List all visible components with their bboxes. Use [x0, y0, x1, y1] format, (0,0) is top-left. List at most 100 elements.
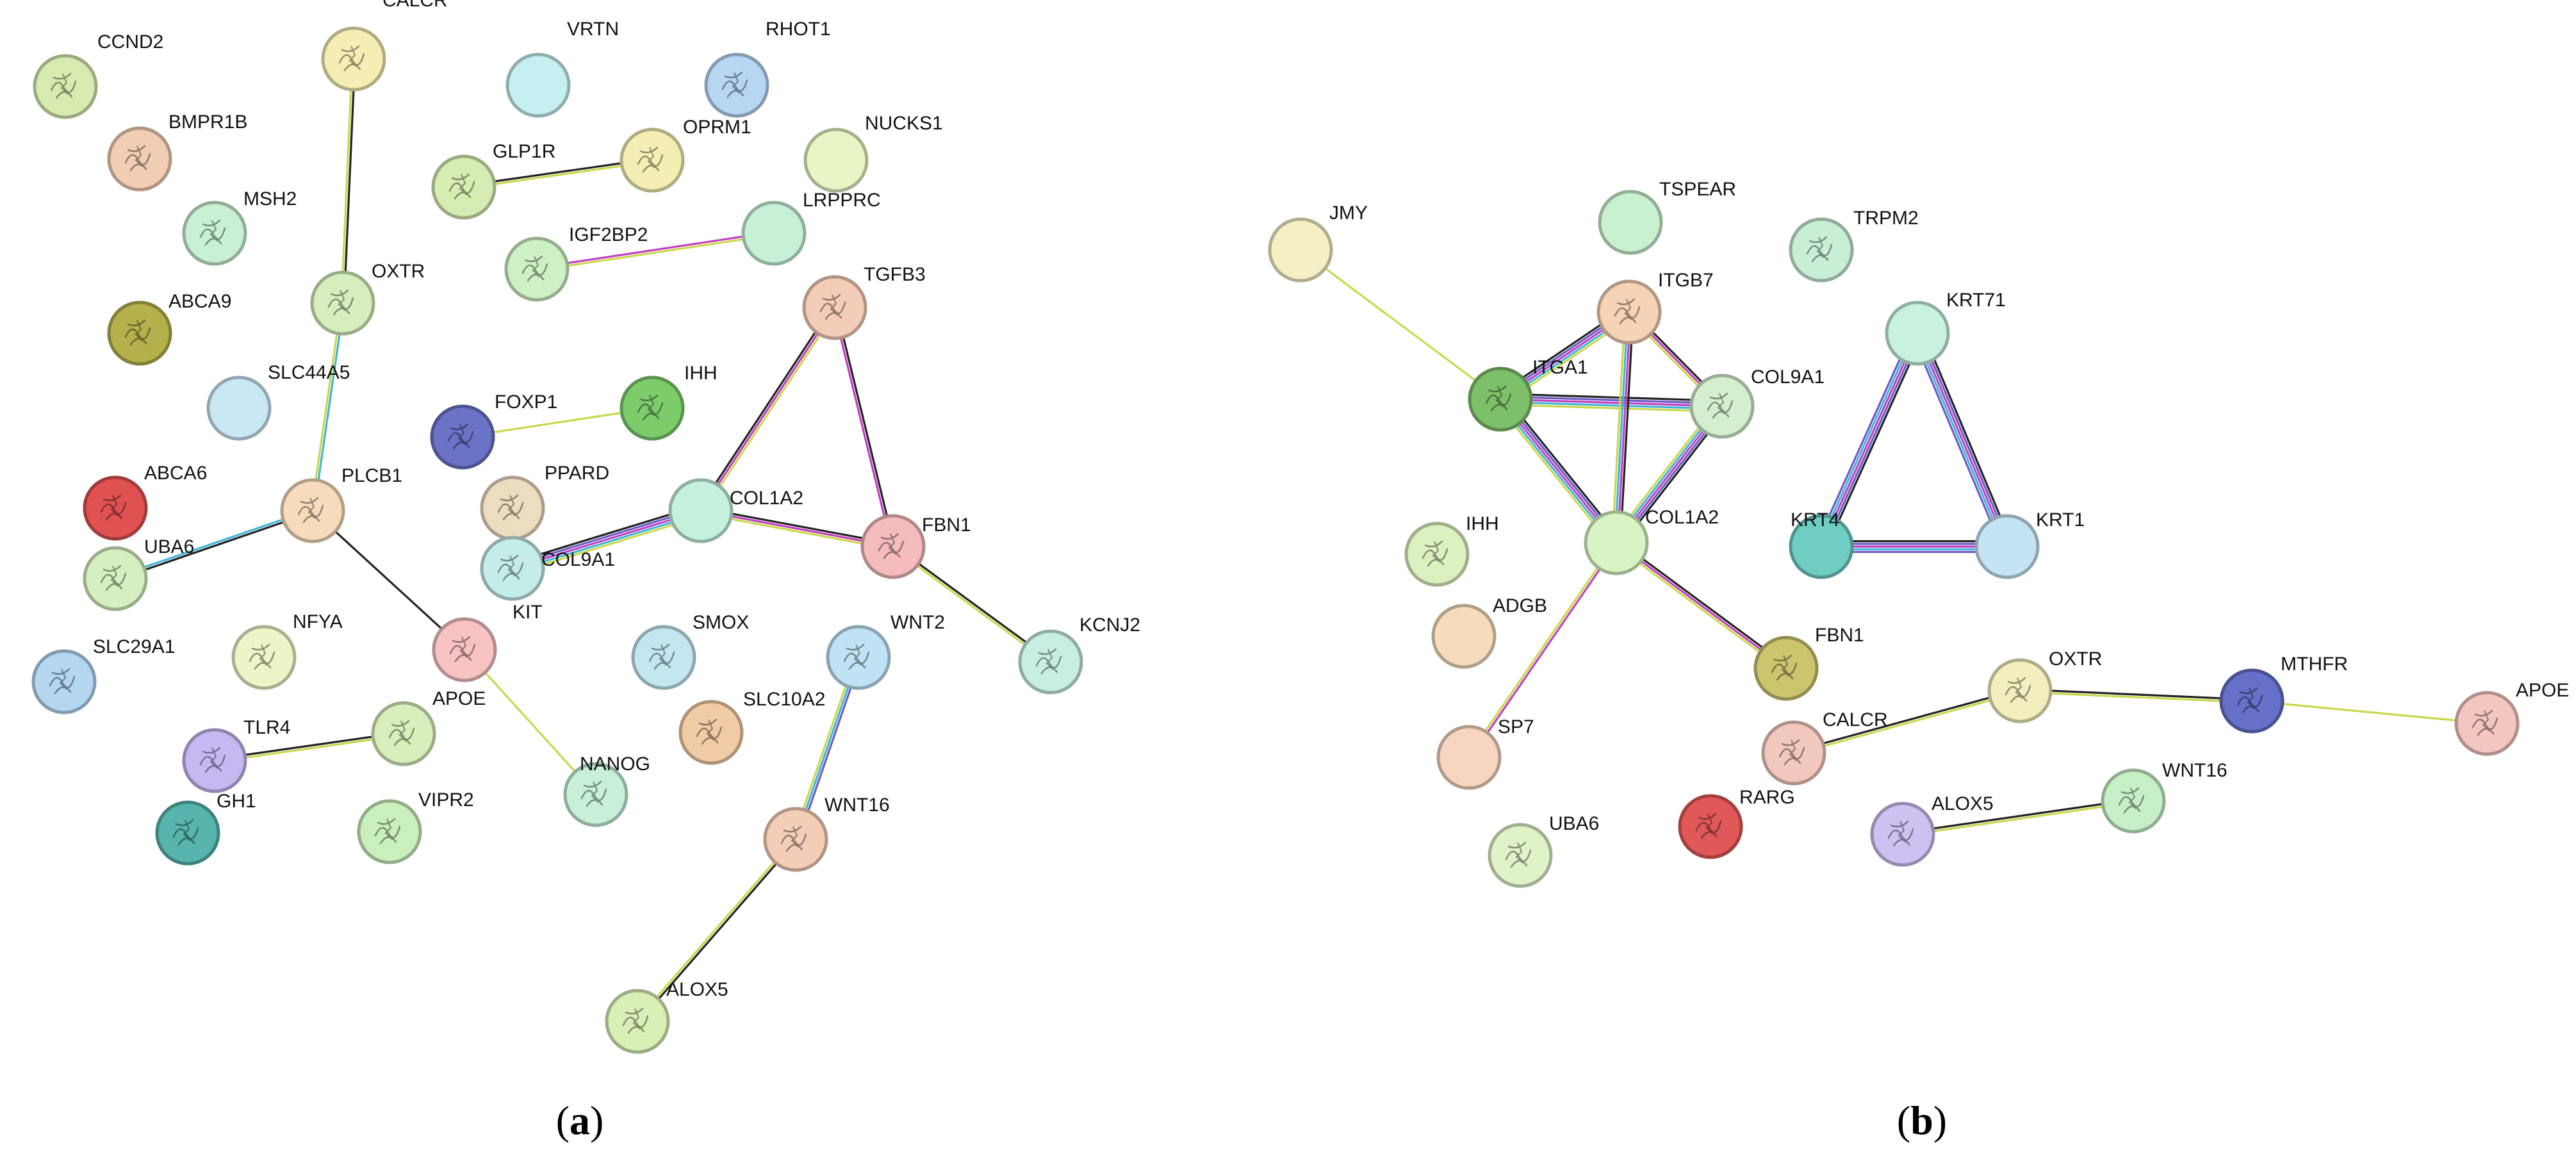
node-circle[interactable]	[33, 54, 98, 119]
node-abca9[interactable]: ABCA9	[107, 291, 231, 366]
node-ihh[interactable]: IHH	[1404, 513, 1499, 587]
node-kit[interactable]: KIT	[513, 602, 543, 623]
node-circle[interactable]	[1584, 510, 1649, 575]
node-circle[interactable]	[619, 375, 685, 441]
node-circle[interactable]	[1018, 629, 1083, 695]
node-circle[interactable]	[803, 128, 869, 193]
node-uba6[interactable]: UBA6	[83, 536, 194, 611]
node-circle[interactable]	[1761, 720, 1826, 786]
node-circle[interactable]	[357, 799, 422, 864]
node-circle[interactable]	[631, 625, 696, 690]
node-abca6[interactable]: ABCA6	[83, 463, 207, 541]
node-lrpprc[interactable]: LRPPRC	[741, 190, 881, 266]
node-circle[interactable]	[83, 546, 148, 611]
node-circle[interactable]	[563, 762, 628, 827]
node-circle[interactable]	[371, 701, 436, 766]
node-circle[interactable]	[1436, 725, 1502, 790]
node-circle[interactable]	[206, 375, 272, 441]
node-tlr4[interactable]: TLR4	[182, 717, 290, 793]
node-circle[interactable]	[1870, 802, 1935, 867]
node-wnt16[interactable]: WNT16	[763, 795, 890, 872]
node-circle[interactable]	[83, 475, 148, 541]
node-circle[interactable]	[1404, 522, 1470, 587]
node-circle[interactable]	[678, 700, 744, 765]
node-ihh[interactable]: IHH	[619, 363, 718, 441]
node-calcr[interactable]: CALCR	[1761, 709, 1888, 786]
node-foxp1[interactable]: FOXP1	[430, 391, 557, 470]
node-calcr[interactable]: CALCR	[321, 0, 448, 92]
node-kitnode[interactable]	[432, 617, 497, 682]
node-krt1[interactable]: KRT1	[1974, 509, 2085, 579]
node-circle[interactable]	[31, 649, 97, 714]
node-circle[interactable]	[2101, 768, 2166, 834]
node-oxtr[interactable]: OXTR	[310, 261, 425, 336]
node-ppard[interactable]: PPARD	[480, 463, 609, 541]
node-circle[interactable]	[826, 625, 891, 690]
node-circle[interactable]	[1488, 823, 1553, 888]
node-circle[interactable]	[155, 800, 220, 866]
node-col9a1[interactable]: COL9A1	[1689, 367, 1825, 439]
node-wnt2[interactable]: WNT2	[826, 612, 945, 690]
node-uba6[interactable]: UBA6	[1488, 813, 1599, 888]
node-tspear[interactable]: TSPEAR	[1598, 179, 1736, 255]
node-circle[interactable]	[1974, 514, 2040, 579]
node-glp1r[interactable]: GLP1R	[431, 141, 555, 220]
node-nfya[interactable]: NFYA	[231, 611, 343, 690]
node-slc10a2[interactable]: SLC10A2	[678, 689, 825, 765]
node-circle[interactable]	[2219, 668, 2285, 734]
node-ccnd2[interactable]: CCND2	[33, 31, 163, 119]
node-plcb1[interactable]: PLCB1	[280, 465, 402, 543]
node-circle[interactable]	[1468, 367, 1533, 432]
node-circle[interactable]	[431, 154, 496, 220]
node-col9a1[interactable]: COL9A1	[480, 536, 615, 601]
node-circle[interactable]	[763, 807, 828, 872]
node-vipr2[interactable]: VIPR2	[357, 789, 474, 864]
node-circle[interactable]	[741, 201, 807, 266]
node-vrtn[interactable]: VRTN	[505, 19, 619, 118]
node-circle[interactable]	[1987, 658, 2053, 723]
node-circle[interactable]	[1753, 636, 1819, 701]
node-krt71[interactable]: KRT71	[1885, 290, 2006, 366]
node-apoe[interactable]: APOE	[2454, 680, 2569, 756]
node-oprm1[interactable]: OPRM1	[619, 117, 751, 193]
node-circle[interactable]	[1678, 794, 1743, 859]
node-tgfb3[interactable]: TGFB3	[802, 264, 926, 340]
node-circle[interactable]	[310, 270, 375, 336]
node-circle[interactable]	[1598, 190, 1663, 255]
node-gh1[interactable]: GH1	[155, 791, 256, 866]
node-rhot1[interactable]: RHOT1	[704, 19, 831, 118]
node-jmy[interactable]: JMY	[1268, 202, 1368, 283]
node-msh2[interactable]: MSH2	[182, 188, 297, 266]
node-circle[interactable]	[1789, 514, 1854, 579]
node-circle[interactable]	[107, 126, 172, 192]
node-alox5[interactable]: ALOX5	[1870, 793, 1994, 867]
node-nanog[interactable]: NANOG	[563, 754, 650, 827]
node-circle[interactable]	[704, 53, 769, 118]
node-itgb7[interactable]: ITGB7	[1596, 270, 1714, 345]
node-circle[interactable]	[432, 617, 497, 682]
node-circle[interactable]	[231, 625, 297, 690]
node-rarg[interactable]: RARG	[1678, 787, 1795, 859]
node-itga1[interactable]: ITGA1	[1468, 357, 1588, 432]
node-col1a2[interactable]: COL1A2	[1584, 507, 1719, 575]
node-bmpr1b[interactable]: BMPR1B	[107, 111, 247, 192]
node-slc29a1[interactable]: SLC29A1	[31, 636, 175, 714]
node-wnt16[interactable]: WNT16	[2101, 760, 2227, 834]
node-circle[interactable]	[430, 404, 495, 470]
node-circle[interactable]	[480, 536, 545, 601]
node-circle[interactable]	[1789, 217, 1854, 283]
node-circle[interactable]	[668, 478, 734, 543]
node-slc44a5[interactable]: SLC44A5	[206, 362, 350, 441]
node-circle[interactable]	[321, 26, 386, 92]
node-nucks1[interactable]: NUCKS1	[803, 113, 943, 193]
node-circle[interactable]	[802, 275, 867, 340]
node-circle[interactable]	[860, 514, 926, 579]
node-oxtr[interactable]: OXTR	[1987, 648, 2102, 723]
node-circle[interactable]	[505, 53, 571, 118]
node-fbn1[interactable]: FBN1	[1753, 625, 1864, 701]
node-kcnj2[interactable]: KCNJ2	[1018, 614, 1140, 695]
node-mthfr[interactable]: MTHFR	[2219, 654, 2348, 734]
node-adgb[interactable]: ADGB	[1431, 595, 1547, 669]
node-igf2bp2[interactable]: IGF2BP2	[504, 224, 648, 302]
node-circle[interactable]	[1268, 217, 1333, 283]
